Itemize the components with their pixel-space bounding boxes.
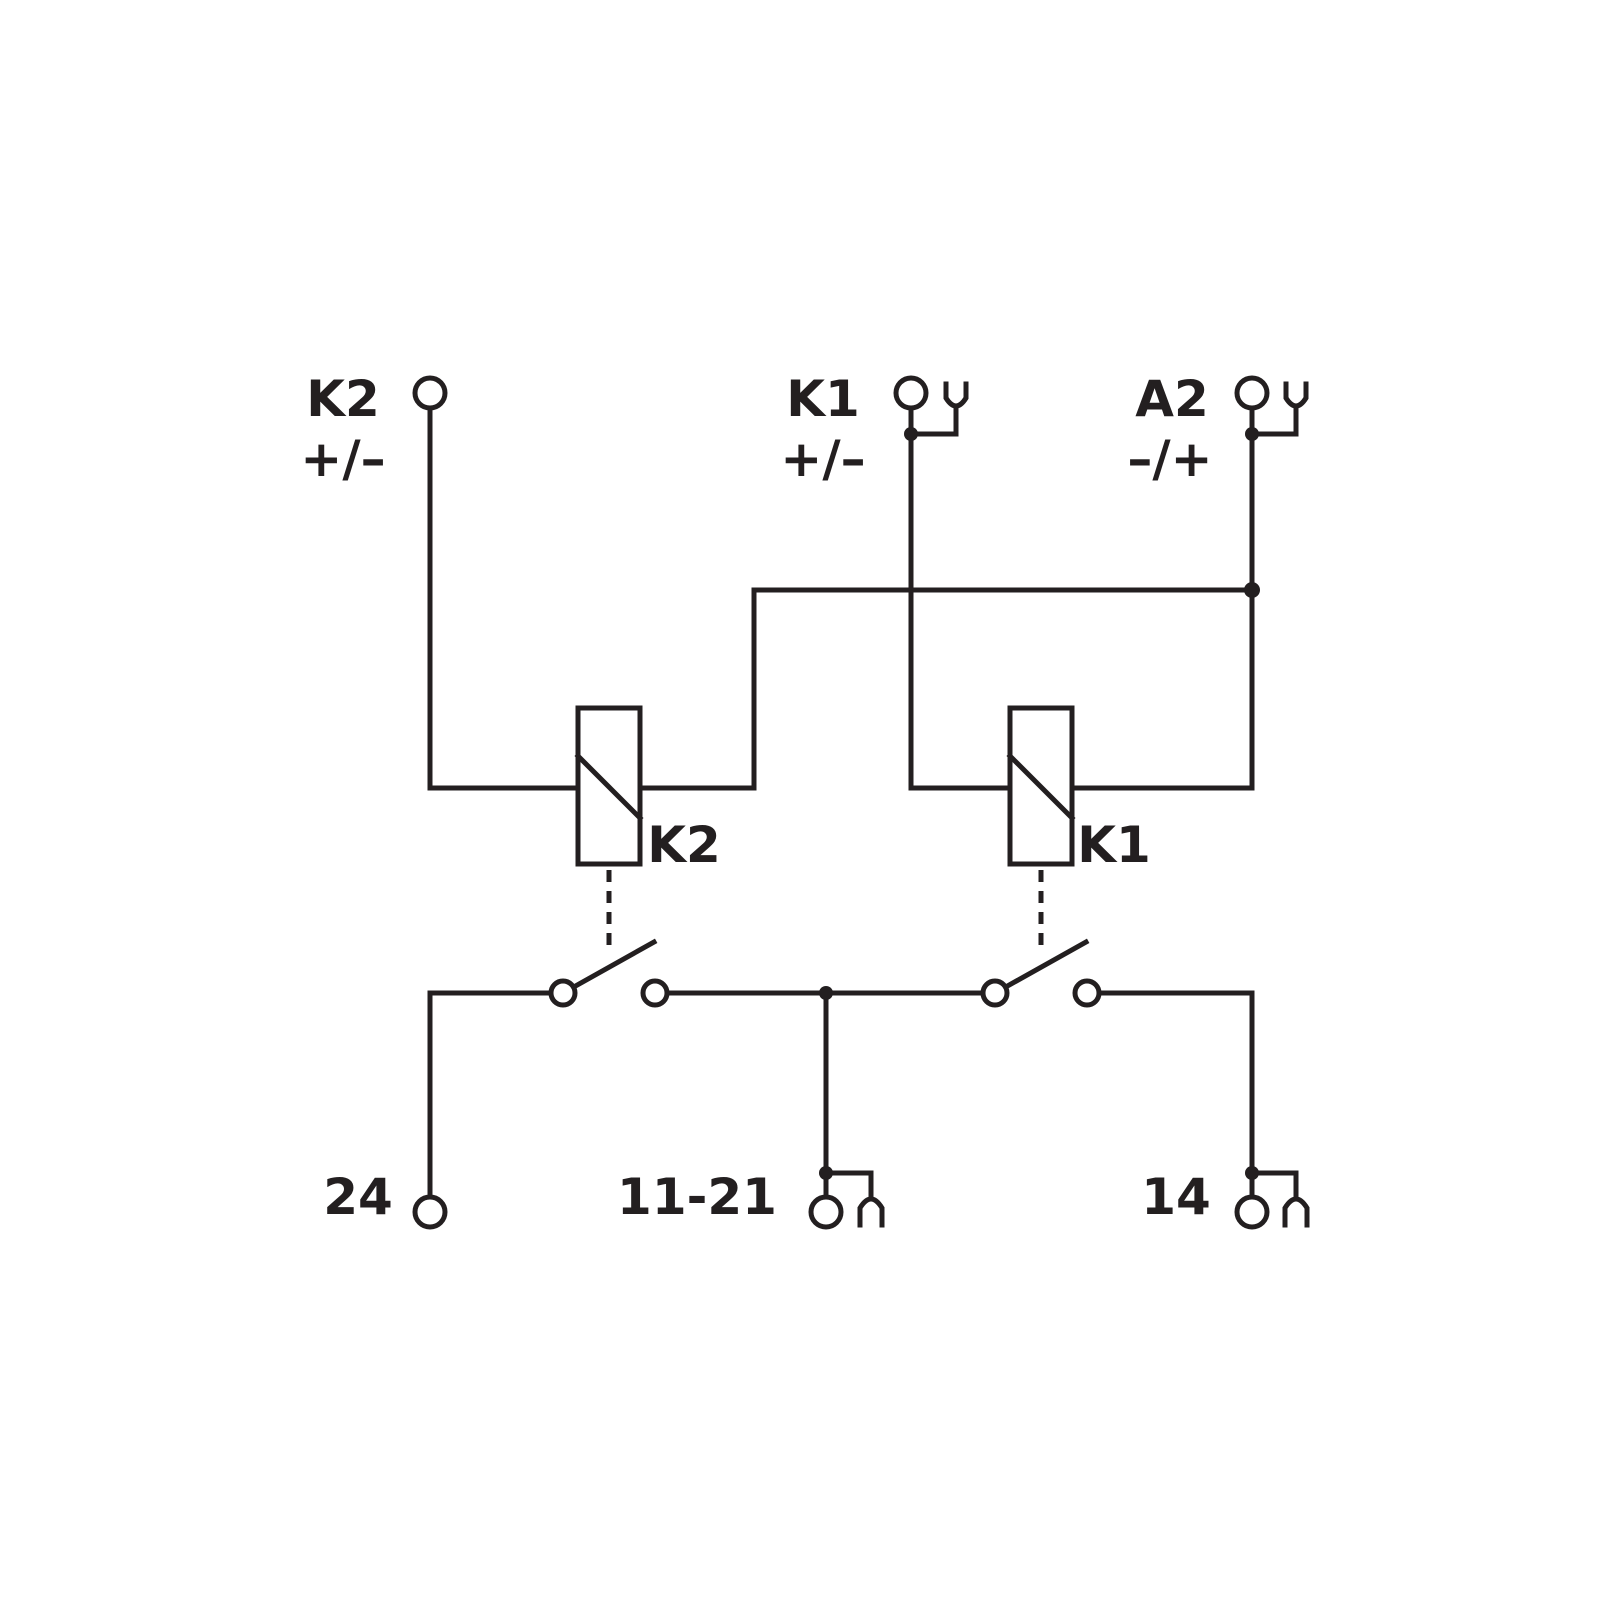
junction-dot-11-21 [819,1166,833,1180]
terminal-a2 [1234,375,1270,411]
wire-24-to-contact-k2 [427,990,551,1200]
label-terminal-a2: A2 [1135,370,1209,428]
wire-k1-terminal-to-coil-k1 [908,405,1013,791]
label-terminal-11-21: 11-21 [617,1168,777,1226]
junction-dot-14 [1245,1166,1259,1180]
coil-k1-diagonal [1006,752,1076,822]
terminal-14 [1234,1194,1270,1230]
pushin-marker-14 [1249,1170,1299,1199]
label-polarity-a2: –/+ [1127,430,1212,488]
coil-k2-diagonal [574,752,644,822]
wire-contact-k1-to-14 [1099,990,1255,1200]
wire-k2-terminal-to-coil-k2 [427,405,581,791]
label-relay-k1: K1 [1077,816,1151,874]
pushin-marker-k1 [908,407,959,437]
terminal-11-21 [808,1194,844,1230]
label-relay-k2: K2 [647,816,721,874]
junction-dot-a2 [1245,427,1259,441]
label-polarity-k1: +/– [780,430,865,488]
contact-k1-no [1072,978,1102,1008]
label-terminal-14: 14 [1141,1168,1211,1226]
pushin-marker-11-21 [823,1170,874,1199]
junction-dot-common-bus [819,986,833,1000]
junction-dot-k1 [904,427,918,441]
label-terminal-24: 24 [323,1168,393,1226]
contact-k2-no [640,978,670,1008]
switch-blade-k2 [559,938,658,997]
label-polarity-k2: +/– [300,430,385,488]
pushin-clip-14 [1282,1196,1310,1228]
terminal-k1 [893,375,929,411]
pushin-clip-a2 [1283,381,1309,409]
switch-blade-k1 [991,938,1090,997]
contact-k1-common [980,978,1010,1008]
terminal-k2 [412,375,448,411]
contact-k2-common [548,978,578,1008]
pushin-clip-k1 [943,381,969,409]
wire-coil-k2-to-a2-bus [637,587,1255,791]
label-terminal-k2: K2 [306,370,380,428]
pushin-clip-11-21 [857,1196,885,1228]
terminal-24 [412,1194,448,1230]
coil-k2 [575,705,643,867]
wire-a2-to-coil-k1 [1069,405,1255,791]
pushin-marker-a2 [1249,407,1299,437]
coil-k1 [1007,705,1075,867]
label-terminal-k1: K1 [786,370,860,428]
junction-dot-a2-bus [1244,582,1260,598]
